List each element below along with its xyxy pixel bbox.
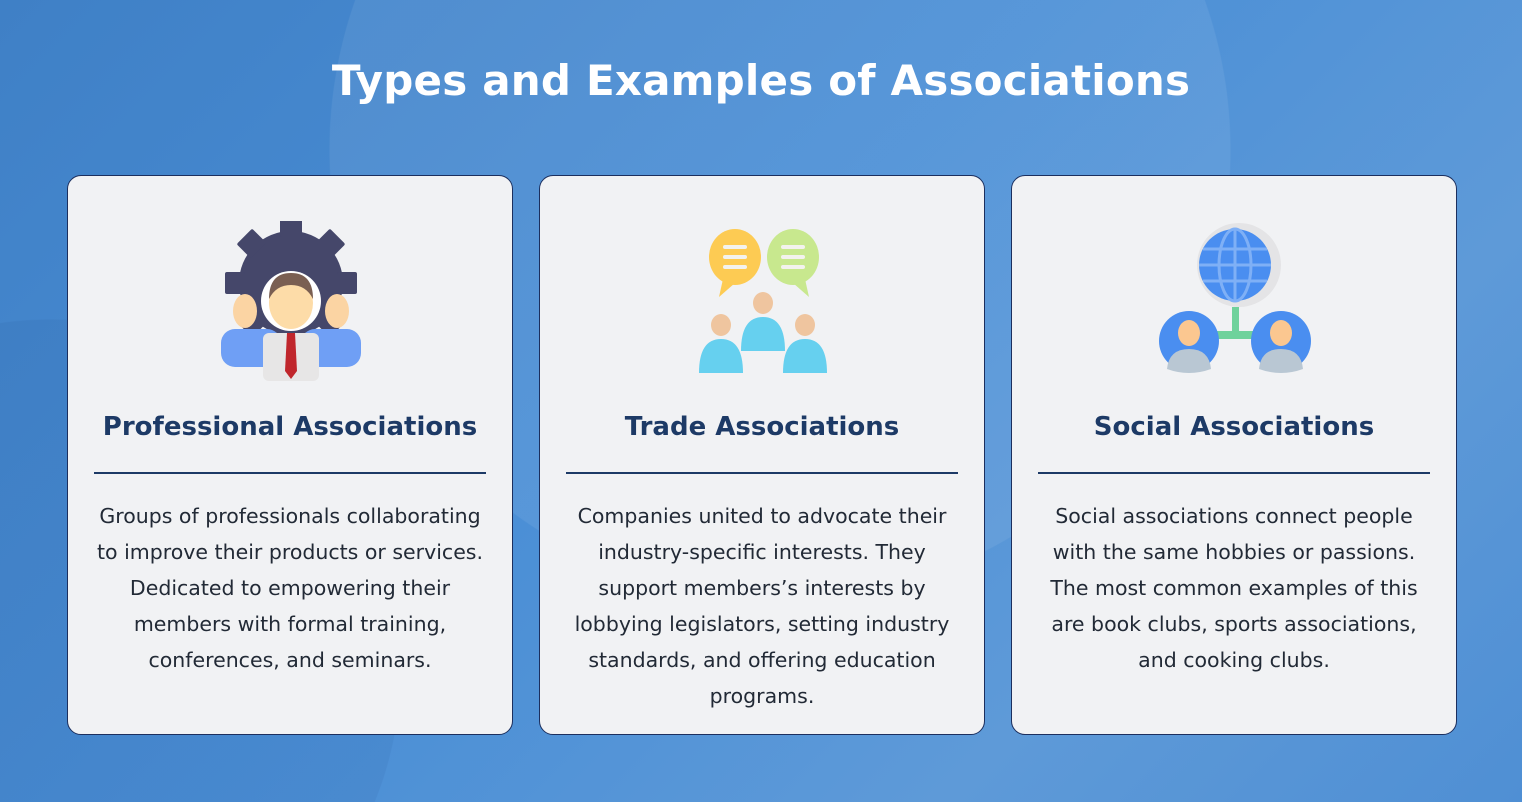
card-trade-associations: Trade Associations Companies united to a… bbox=[539, 175, 985, 735]
globe-network-people-icon bbox=[1159, 223, 1311, 373]
card-heading: Trade Associations bbox=[624, 412, 900, 442]
divider bbox=[566, 472, 958, 474]
card-heading: Professional Associations bbox=[102, 412, 478, 442]
divider bbox=[94, 472, 486, 474]
card-heading: Social Associations bbox=[1093, 412, 1375, 442]
card-description: Social associations connect people with … bbox=[1050, 504, 1418, 672]
card-social-associations: Social Associations Social associations … bbox=[1011, 175, 1457, 735]
card-professional-associations: Professional Associations Groups of prof… bbox=[67, 175, 513, 735]
professional-team-gear-icon bbox=[221, 221, 361, 381]
card-description: Groups of professionals collaborating to… bbox=[97, 504, 483, 672]
divider bbox=[1038, 472, 1430, 474]
people-chat-bubbles-icon bbox=[699, 229, 827, 373]
page-title: Types and Examples of Associations bbox=[331, 56, 1191, 105]
card-description: Companies united to advocate their indus… bbox=[574, 504, 950, 708]
